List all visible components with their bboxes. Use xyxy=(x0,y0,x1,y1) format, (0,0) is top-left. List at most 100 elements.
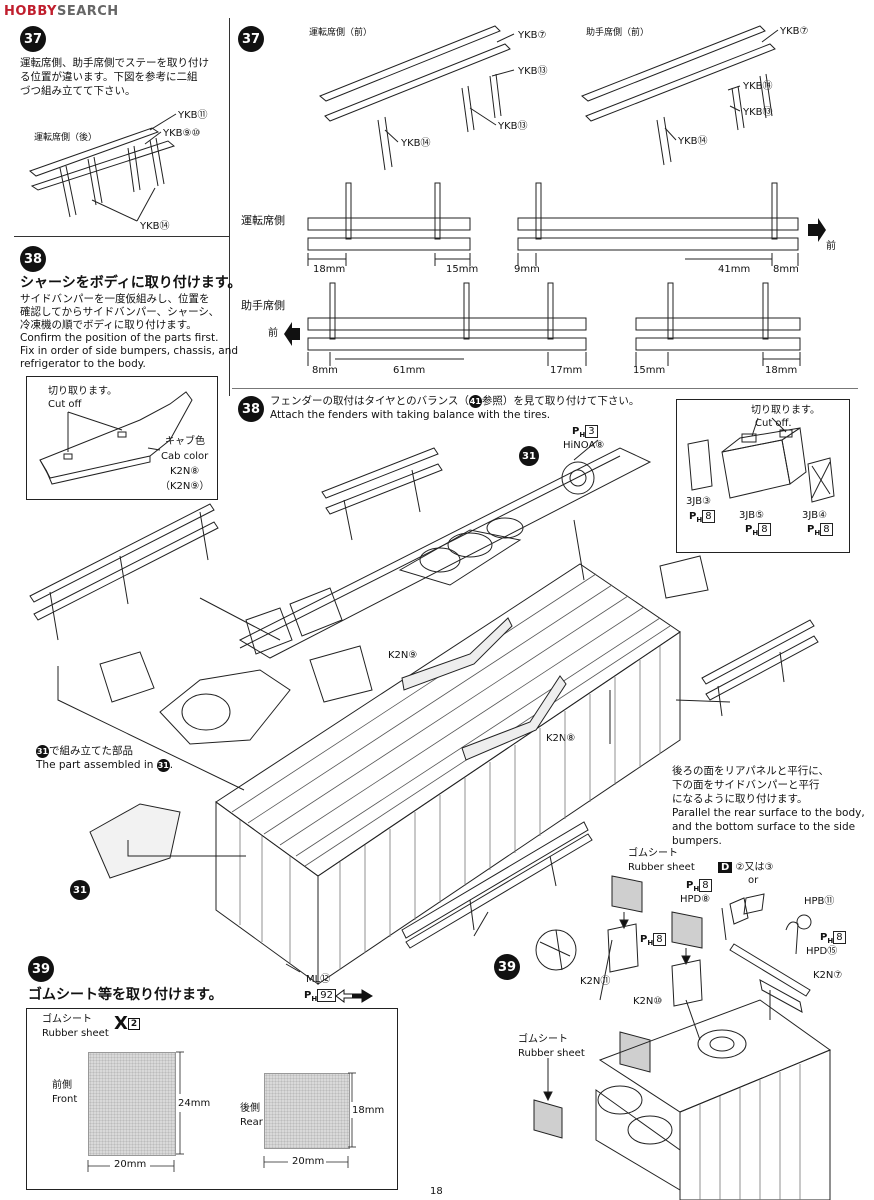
step39-heading: ゴムシート等を取り付けます。 xyxy=(28,987,223,1003)
ykb14-label-left: YKB⑭ xyxy=(140,221,170,232)
rubber-sheet-en: Rubber sheet xyxy=(42,1028,109,1039)
front-width-dim: 20mm xyxy=(114,1159,147,1170)
k2n8-label-inset: K2N⑧ xyxy=(170,466,200,477)
refrigerator-cut-jp: 切り取ります。 xyxy=(751,405,820,416)
ref-31-badge-inline: 31 xyxy=(36,744,49,758)
step38-jp-line2: 確認してからサイドバンパー、シャーシ、 xyxy=(20,306,220,318)
ykb13-label-a1: YKB⑬ xyxy=(518,66,548,77)
dim-41mm: 41mm xyxy=(718,264,751,275)
passenger-side-label: 助手席側 xyxy=(241,299,285,312)
ph-icon: PH xyxy=(572,426,586,439)
step-number-38-main: 38 xyxy=(238,396,264,422)
hobby-search-logo: HOBBYSEARCH xyxy=(4,4,119,19)
ph-icon-a: PH xyxy=(689,511,703,524)
vertical-divider-top xyxy=(229,18,230,396)
d-parts-text: ②又は③ xyxy=(735,862,774,873)
dim-15mm: 15mm xyxy=(446,264,479,275)
step-number-39-right: 39 xyxy=(494,954,520,980)
k2n7-label: K2N⑦ xyxy=(813,970,843,981)
d-sprue-icon: D xyxy=(718,862,733,873)
ph-icon-c: PH xyxy=(807,524,821,537)
front-label-left: 前 xyxy=(268,328,278,339)
logo-brand: HOBBY xyxy=(4,4,57,19)
rear-note-line1: 後ろの面をリアパネルと平行に、 xyxy=(672,765,829,777)
ph-icon-d: PH xyxy=(686,880,700,893)
page-number: 18 xyxy=(430,1186,443,1197)
assembled-jp-text: で組み立てた部品 xyxy=(49,745,133,757)
dim-9mm: 9mm xyxy=(514,264,540,275)
horizontal-divider-mid xyxy=(232,388,858,389)
k2n9-label-inset: （K2N⑨） xyxy=(160,481,210,492)
horizontal-divider-top xyxy=(14,236,230,237)
ph-icon-e: PH xyxy=(820,932,834,945)
ykb11-label-left: YKB⑪ xyxy=(178,110,208,121)
rubber-sheet-en-right-bottom: Rubber sheet xyxy=(518,1048,585,1059)
assembled-part-jp: 31で組み立てた部品 xyxy=(36,744,133,758)
step38-en-line2: Fix in order of side bumpers, chassis, a… xyxy=(20,345,239,357)
ph8-value-d: 8 xyxy=(699,879,712,892)
ph-icon-f: PH xyxy=(640,934,654,947)
step37-instruction-line2: る位置が違います。下図を参考に二組 xyxy=(20,71,198,83)
fender-cut-jp: 切り取ります。 xyxy=(48,386,117,397)
hpb11-label: HPB⑪ xyxy=(804,896,835,907)
dim-18mm: 18mm xyxy=(313,264,346,275)
ykb7-label-a: YKB⑦ xyxy=(518,30,547,41)
ph-icon-92: PH xyxy=(304,990,318,1003)
fender-cut-en: Cut off xyxy=(48,399,82,410)
step37-instruction-line3: づつ組み立てて下さい。 xyxy=(20,85,136,97)
dim-8mm-passenger: 8mm xyxy=(312,365,338,376)
ykb14-label-a: YKB⑭ xyxy=(401,138,431,149)
double-arrow-icon xyxy=(335,989,373,1003)
step-number-39-left: 39 xyxy=(28,956,54,982)
rear-en: Rear xyxy=(240,1117,263,1128)
logo-suffix: SEARCH xyxy=(56,4,119,19)
ph3-value: 3 xyxy=(585,425,598,438)
3jb3-label: 3JB③ xyxy=(686,496,712,507)
ph8-value-c: 8 xyxy=(820,523,833,536)
hinoa8-label: HiNOA⑧ xyxy=(563,440,605,451)
assembled-en-text: The part assembled in xyxy=(36,759,154,771)
ph8-value-f: 8 xyxy=(653,933,666,946)
ref-31-badge-inline-en: 31 xyxy=(156,758,170,772)
rear-note-line4: Parallel the rear surface to the body, xyxy=(672,807,865,819)
ykb13-label-b: YKB⑬ xyxy=(743,107,773,118)
k2n9-label-main: K2N⑨ xyxy=(388,650,418,661)
ykb14-label-b1: YKB⑭ xyxy=(743,81,773,92)
refrigerator-cut-en: Cut off. xyxy=(755,418,792,429)
or-label: or xyxy=(748,875,759,886)
ph8-value-e: 8 xyxy=(833,931,846,944)
fender-instruction-en: Attach the fenders with taking balance w… xyxy=(270,409,551,421)
front-en: Front xyxy=(52,1094,78,1105)
rear-width-dim: 20mm xyxy=(292,1156,325,1167)
hpd15-label: HPD⑮ xyxy=(806,946,838,957)
dim-17mm: 17mm xyxy=(550,365,583,376)
front-label-right: 前 xyxy=(826,241,836,252)
k2n8-label-main: K2N⑧ xyxy=(546,733,576,744)
k2n11-label: K2N⑪ xyxy=(580,976,611,987)
refrigerator-cut-inset xyxy=(676,399,850,553)
step-number-37-right: 37 xyxy=(238,26,264,52)
ph92-value: 92 xyxy=(317,989,336,1002)
rear-height-dim: 18mm xyxy=(352,1105,385,1116)
dim-18mm-passenger: 18mm xyxy=(765,365,798,376)
dim-8mm-driver: 8mm xyxy=(773,264,799,275)
assembled-part-en: The part assembled in 31. xyxy=(36,758,174,772)
rear-note-line5: and the bottom surface to the side xyxy=(672,821,856,833)
rubber-sheet-jp-right-top: ゴムシート xyxy=(628,848,678,859)
step38-en-line1: Confirm the position of the parts first. xyxy=(20,332,219,344)
driver-front-caption: 運転席側（前） xyxy=(309,28,373,38)
fender-instruction-post: 参照）を見て取り付けて下さい。 xyxy=(481,395,640,407)
driver-side-label: 運転席側 xyxy=(241,214,285,227)
hpd8-label: HPD⑧ xyxy=(680,894,711,905)
